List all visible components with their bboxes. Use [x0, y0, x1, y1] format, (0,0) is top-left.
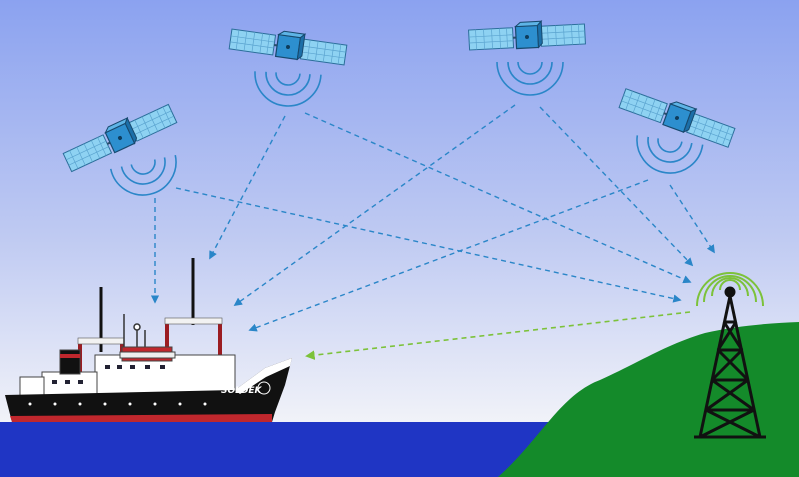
- signal-sat4-to-station: [669, 184, 715, 254]
- signal-sat3-to-station: [539, 106, 694, 267]
- signal-sat3-to-ship: [233, 104, 516, 306]
- ship: SOLDEK: [5, 258, 292, 422]
- broadcast-waves-icon: [696, 272, 764, 307]
- reference-station: [694, 272, 766, 439]
- hull-portholes: [28, 402, 207, 406]
- signal-sat2-to-station: [304, 112, 692, 284]
- signal-sat4-to-ship: [248, 179, 649, 332]
- antennas: [123, 314, 146, 350]
- radio-tower-icon: [694, 286, 766, 439]
- portholes: [52, 365, 165, 384]
- hull-stripe: [10, 414, 272, 422]
- ship-emblem-icon: [257, 381, 271, 395]
- correction-signal-station-to-ship: [305, 311, 691, 360]
- hull: [5, 358, 292, 422]
- ship-name: SOLDEK: [221, 386, 262, 396]
- gnss-signal-links: [150, 104, 715, 332]
